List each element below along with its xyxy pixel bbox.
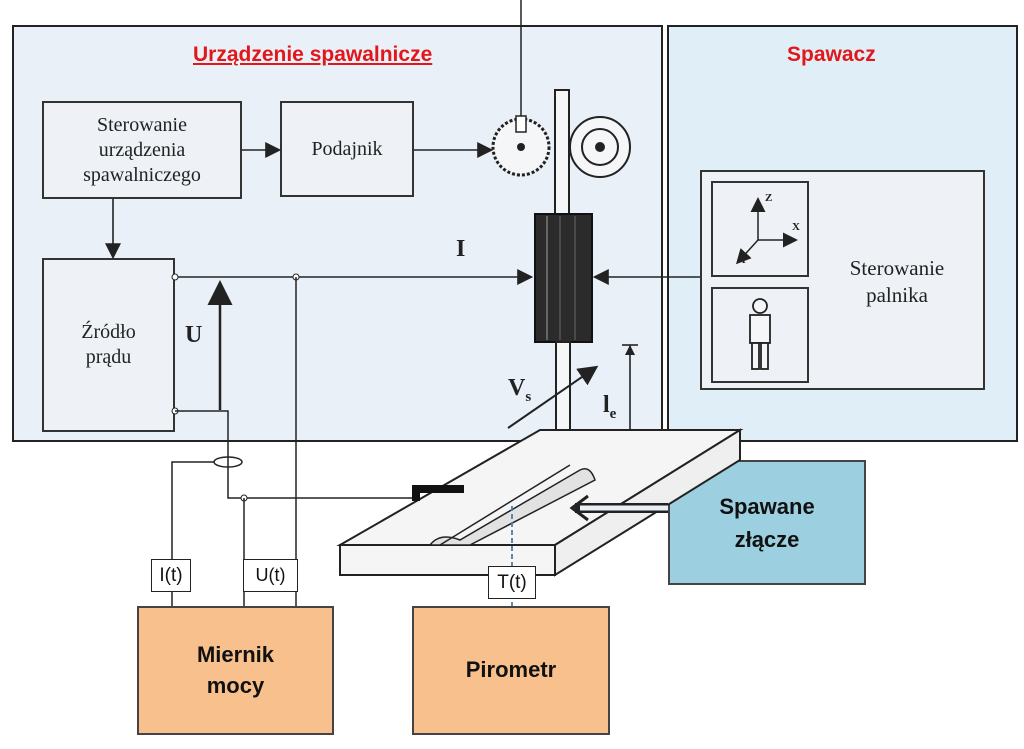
- voltage-signal-tag: U(t): [243, 559, 298, 592]
- current-label: I: [456, 236, 466, 262]
- wire-feed-roller-left-icon: [491, 115, 551, 177]
- feeder-block: Podajnik: [280, 101, 414, 197]
- voltage-label: U: [185, 322, 203, 348]
- speed-label: Vs: [508, 375, 532, 405]
- current-signal-tag: I(t): [151, 559, 191, 592]
- welding-device-title: Urządzenie spawalnicze: [193, 43, 433, 66]
- workpiece-icon: [336, 428, 744, 577]
- control-unit-block: Sterowanie urządzenia spawalniczego: [42, 101, 242, 199]
- axis-x-label: X: [792, 221, 800, 233]
- axes-icon: [735, 197, 798, 265]
- person-icon: [749, 298, 771, 370]
- power-meter-box: Miernik mocy: [137, 606, 334, 735]
- wire-feed-roller-right-icon: [569, 116, 631, 178]
- axis-z-label: Z: [765, 192, 773, 204]
- temperature-signal-tag: T(t): [488, 566, 536, 599]
- electrode-length-label: le: [603, 392, 617, 422]
- welder-title: Spawacz: [787, 43, 876, 66]
- torch-icon: [534, 213, 593, 343]
- torch-control-label: Sterowanie palnika: [849, 256, 945, 308]
- pyrometer-box: Pirometr: [412, 606, 610, 735]
- axis-y-label: Y: [740, 255, 748, 266]
